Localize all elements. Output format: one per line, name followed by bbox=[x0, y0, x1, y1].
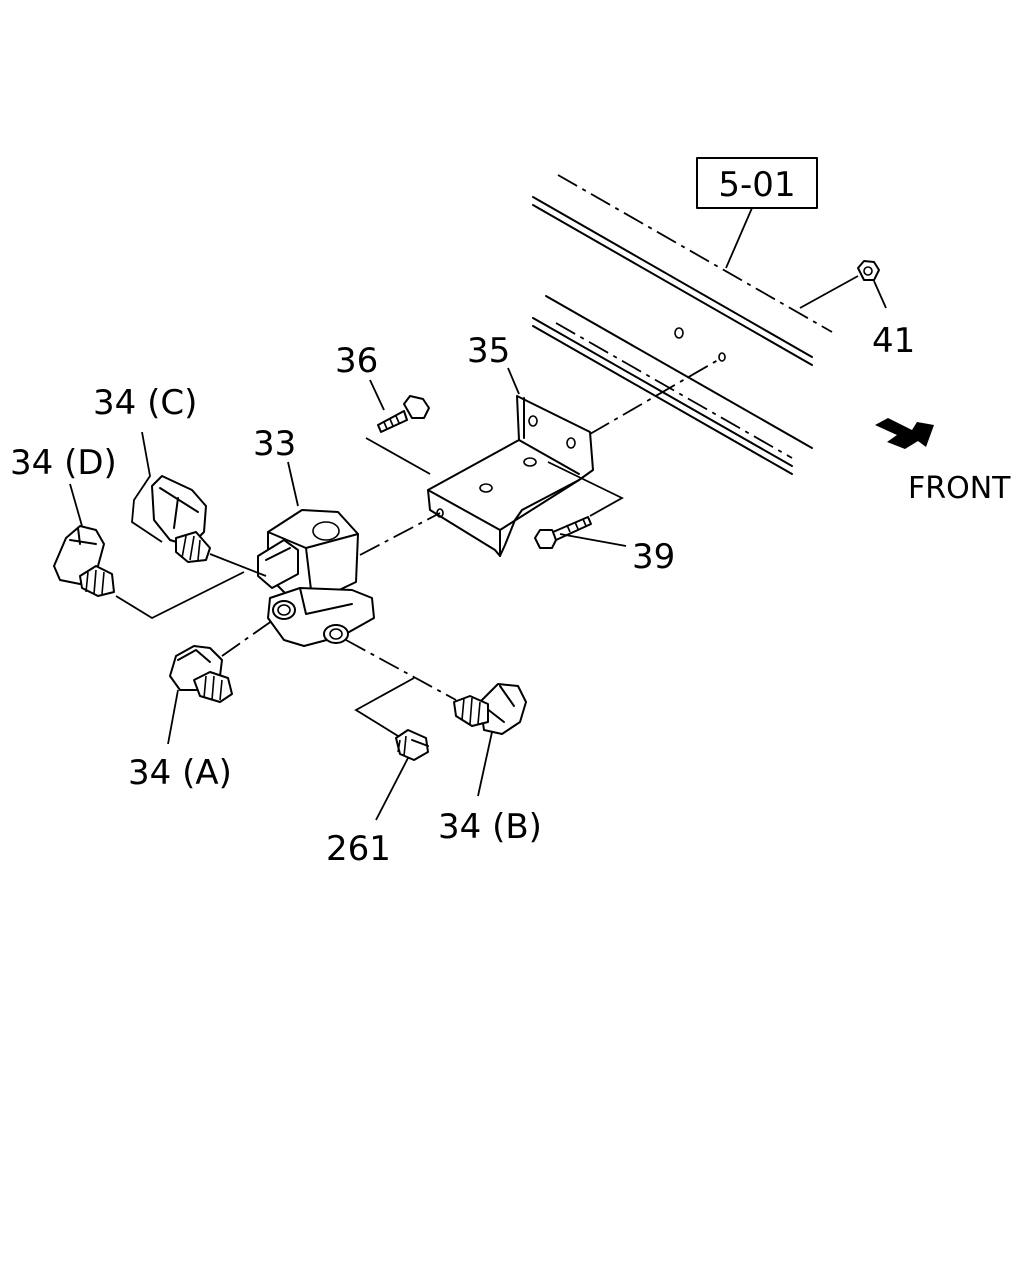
front-arrow-icon bbox=[875, 418, 934, 449]
callout-36: 36 bbox=[335, 341, 378, 381]
callout-34b: 34 (B) bbox=[438, 807, 542, 847]
fitting-34d[interactable] bbox=[53, 525, 115, 597]
bolt-39[interactable] bbox=[534, 516, 592, 549]
fitting-34a[interactable] bbox=[169, 645, 233, 703]
fitting-34b[interactable] bbox=[453, 683, 527, 735]
callout-33: 33 bbox=[253, 424, 296, 464]
callout-35: 35 bbox=[467, 331, 510, 371]
front-direction-label: FRONT bbox=[908, 471, 1011, 506]
reference-box-label: 5-01 bbox=[718, 165, 795, 205]
plug-261[interactable] bbox=[395, 729, 429, 761]
callout-39: 39 bbox=[632, 537, 675, 577]
nut-41[interactable] bbox=[857, 260, 880, 281]
callout-34d: 34 (D) bbox=[10, 443, 117, 483]
bracket-35[interactable] bbox=[427, 395, 594, 557]
callout-41: 41 bbox=[872, 321, 915, 361]
bolt-36[interactable] bbox=[377, 395, 430, 433]
solenoid-valve-33[interactable] bbox=[257, 509, 375, 647]
fitting-34c[interactable] bbox=[151, 475, 211, 563]
callout-34c: 34 (C) bbox=[93, 383, 197, 423]
callout-34a: 34 (A) bbox=[128, 753, 232, 793]
reference-box[interactable]: 5-01 bbox=[696, 157, 818, 209]
callout-261: 261 bbox=[326, 829, 391, 869]
